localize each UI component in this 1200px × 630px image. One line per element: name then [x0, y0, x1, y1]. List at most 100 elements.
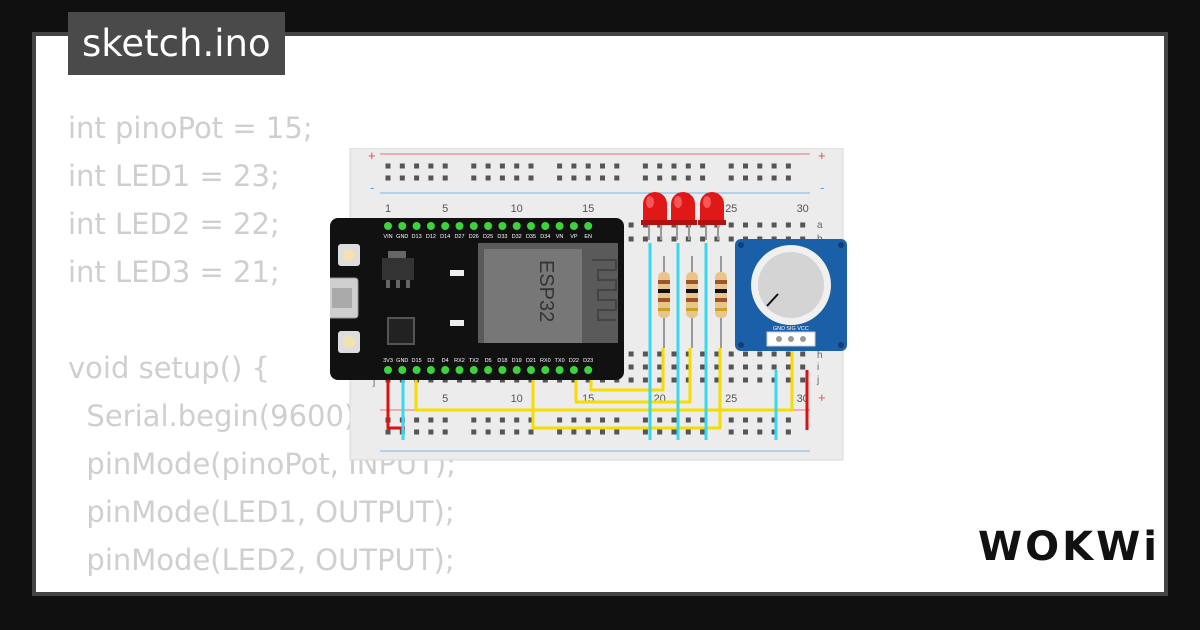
breadboard-hole [514, 417, 520, 423]
breadboard-hole [428, 163, 434, 169]
esp32-pin[interactable] [441, 366, 450, 374]
breadboard-hole [514, 429, 520, 435]
esp32-pin-label: TX0 [555, 358, 565, 364]
esp32-pin[interactable] [441, 222, 450, 230]
esp32-pin[interactable] [484, 222, 493, 230]
esp32-pin[interactable] [569, 366, 578, 374]
esp32-pin[interactable] [426, 222, 435, 230]
esp32-pin-label: D34 [540, 234, 550, 240]
esp32-pin[interactable] [455, 366, 464, 374]
breadboard-hole [685, 429, 691, 435]
breadboard-hole [685, 364, 691, 370]
breadboard-hole [485, 163, 491, 169]
breadboard-hole [642, 163, 648, 169]
led-2 [669, 192, 697, 240]
breadboard-hole [442, 429, 448, 435]
breadboard-hole [585, 417, 591, 423]
esp32-pin-label: D25 [483, 234, 493, 240]
esp32-pin[interactable] [555, 366, 564, 374]
potentiometer-pointer [766, 293, 779, 307]
breadboard-hole [657, 351, 663, 357]
file-name: sketch.ino [82, 22, 271, 65]
code-line: int pinoPot = 15; [68, 111, 313, 145]
esp32-pin[interactable] [555, 222, 564, 230]
esp32-pin[interactable] [527, 366, 535, 374]
esp32-pin[interactable] [398, 366, 407, 374]
esp32-pin[interactable] [412, 222, 421, 230]
column-number: 5 [442, 203, 448, 215]
breadboard-hole [600, 417, 605, 423]
esp32-pin[interactable] [584, 222, 593, 230]
breadboard-hole [771, 175, 777, 181]
esp32-pin[interactable] [455, 222, 464, 230]
esp32-pin[interactable] [541, 366, 550, 374]
breadboard-hole [771, 364, 777, 370]
breadboard-hole [528, 163, 534, 169]
esp32-pin[interactable] [384, 366, 392, 374]
breadboard-hole [571, 175, 577, 181]
breadboard-hole [714, 364, 720, 370]
breadboard-hole [714, 351, 720, 357]
code-line: pinMode(LED3, OUTPUT); [68, 584, 456, 592]
esp32-pin-label: GND [396, 358, 408, 364]
esp32-pin-label: VP [570, 234, 578, 240]
esp32-pin[interactable] [498, 366, 507, 374]
breadboard-hole [771, 351, 777, 357]
breadboard-hole [700, 417, 706, 423]
esp32-pin-label: D26 [469, 234, 479, 240]
breadboard-hole [642, 351, 648, 357]
breadboard-hole [485, 417, 491, 423]
esp32-pin[interactable] [584, 366, 593, 374]
breadboard-hole [642, 429, 648, 435]
breadboard-hole [671, 364, 677, 370]
breadboard-hole [671, 236, 677, 242]
esp32-pin-label: RX2 [454, 358, 465, 364]
esp32-pin[interactable] [469, 366, 478, 374]
esp32-pin[interactable] [498, 222, 507, 230]
potentiometer-pin-label: VCC [797, 326, 809, 332]
wokwi-logo: WOKWi [978, 524, 1160, 570]
breadboard-hole [743, 175, 748, 181]
esp32-pin[interactable] [569, 222, 578, 230]
esp32-pin[interactable] [398, 222, 407, 230]
esp32-pin-label: D21 [526, 358, 536, 364]
breadboard-hole [671, 351, 677, 357]
code-line: pinMode(LED1, OUTPUT); [68, 495, 455, 529]
esp32-pin-label: D14 [440, 234, 450, 240]
esp32-pin[interactable] [512, 366, 521, 374]
breadboard-hole [685, 417, 691, 423]
esp32-pin[interactable] [412, 366, 421, 374]
esp32-pin[interactable] [512, 222, 521, 230]
esp32-pin[interactable] [484, 366, 493, 374]
breadboard-hole [685, 175, 691, 181]
breadboard-hole [700, 364, 706, 370]
esp32-pin[interactable] [469, 222, 478, 230]
esp32-pin[interactable] [541, 222, 550, 230]
esp32-pin[interactable] [527, 222, 535, 230]
breadboard-hole [743, 222, 748, 228]
breadboard-hole [628, 364, 634, 370]
breadboard-hole [414, 417, 420, 423]
esp32-pin[interactable] [384, 222, 392, 230]
esp32-pin-label: D32 [512, 234, 522, 240]
breadboard-hole [771, 377, 777, 383]
esp32-chip-label: ESP32 [535, 260, 557, 322]
breadboard-hole [785, 351, 791, 357]
code-line: int LED2 = 22; [68, 207, 280, 241]
esp32-pin-label: D13 [412, 234, 422, 240]
column-number: 1 [385, 203, 391, 215]
breadboard-hole [771, 222, 777, 228]
esp32-pin[interactable] [426, 366, 435, 374]
column-number: 15 [582, 203, 594, 215]
potentiometer-knob[interactable] [758, 252, 824, 318]
row-letter-a: a [817, 220, 823, 231]
file-tab[interactable]: sketch.ino [68, 12, 285, 75]
breadboard-hole [728, 351, 734, 357]
breadboard-hole [399, 175, 405, 181]
breadboard-hole [757, 351, 763, 357]
breadboard-hole [728, 429, 734, 435]
breadboard-hole [743, 429, 748, 435]
